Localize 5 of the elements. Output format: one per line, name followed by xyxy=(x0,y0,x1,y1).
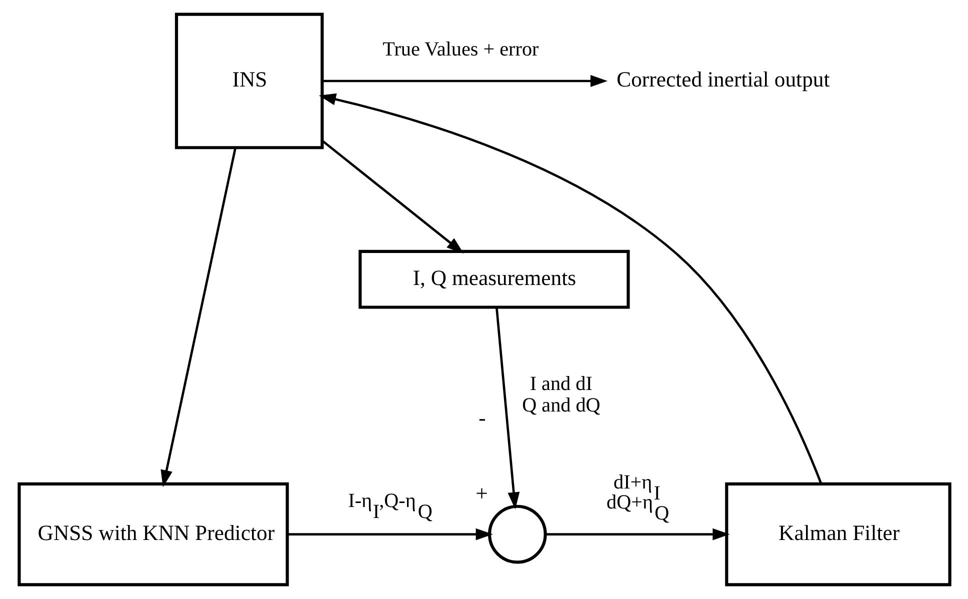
edge-label: I and dI Q and dQ xyxy=(522,373,600,417)
node-label: + xyxy=(475,482,488,506)
node-text: Corrected inertial output xyxy=(616,68,830,92)
node-label: - xyxy=(478,406,486,430)
edge-label: True Values + error xyxy=(382,38,538,60)
